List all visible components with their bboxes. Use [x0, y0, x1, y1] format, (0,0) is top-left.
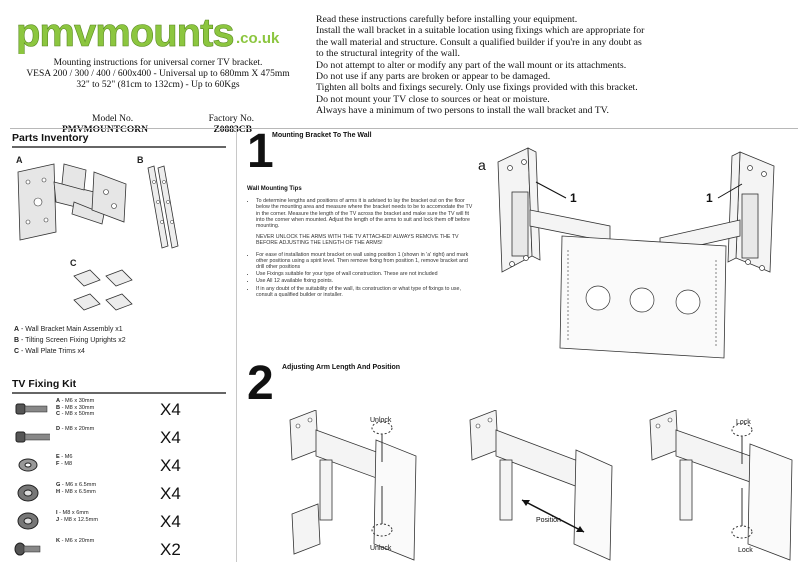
- wall-bracket-assembly-illustration: [17, 163, 127, 241]
- intro-line-3: 32" to 52" (81cm to 132cm) - Up to 60Kgs: [76, 80, 240, 90]
- washer-icon: [18, 458, 38, 472]
- parts-inventory-underline: [12, 146, 226, 148]
- model-value: PMVMOUNTCORN: [62, 125, 149, 135]
- step-2-unlock-diagram: Unlock Unlock: [289, 410, 417, 561]
- bolt-long-icon: [15, 431, 50, 443]
- warning-line: the wall material and structure. Consult…: [316, 36, 642, 48]
- step-2-position-diagram: Position: [469, 410, 613, 561]
- step-2-number: 2: [247, 357, 274, 410]
- intro-line-1: Mounting instructions for universal corn…: [53, 58, 263, 68]
- warning-line: to the structural integrity of the wall.: [316, 48, 460, 60]
- step-1-number: 1: [247, 125, 274, 178]
- diagram-label-a: a: [478, 157, 486, 173]
- part-label-a: A: [16, 155, 23, 165]
- unlock-label-bottom: Unlock: [370, 545, 392, 552]
- fixing-kit-quantity: X4: [160, 428, 181, 447]
- step-2-lock-diagram: Lock Lock: [649, 410, 793, 561]
- part-label-b: B: [137, 155, 144, 165]
- tilting-uprights-illustration: [147, 165, 179, 249]
- spacer-icon: [17, 484, 39, 502]
- fixing-kit-title: TV Fixing Kit: [12, 378, 77, 390]
- tip-item: If in any doubt of the suitability of th…: [256, 286, 475, 298]
- pmvmounts-logo: pmvmounts .co.uk: [16, 11, 280, 54]
- warning-line: Tighten all bolts and fixings securely. …: [316, 82, 638, 94]
- tips-heading: Wall Mounting Tips: [247, 186, 302, 192]
- safety-warnings: Read these instructions carefully before…: [316, 14, 796, 117]
- tip-item: Use All 12 available fixing points.: [256, 278, 475, 284]
- screw-icon: [14, 542, 41, 556]
- spacer-icon: [17, 512, 39, 530]
- fixing-kit-description: K - M6 x 20mm: [56, 538, 95, 544]
- lock-label-top: Lock: [736, 419, 751, 426]
- warning-line: Do not use if any parts are broken or ap…: [316, 71, 551, 83]
- wall-mounting-tips: Wall Mounting Tips To determine lengths …: [247, 186, 475, 299]
- position-label: Position: [536, 517, 561, 524]
- position-1-left-label: 1: [570, 191, 577, 205]
- tip-item: For ease of installation mount bracket o…: [256, 252, 475, 271]
- parts-inventory-title: Parts Inventory: [12, 132, 89, 144]
- factory-value: Z0883CB: [213, 125, 252, 135]
- warning-line: Do not mount your TV close to sources or…: [316, 93, 550, 105]
- parts-list: A - Wall Bracket Main Assembly x1 B - Ti…: [14, 324, 126, 357]
- logo-domain: .co.uk: [236, 30, 280, 47]
- fixing-kit-quantity: X4: [160, 512, 181, 531]
- unlock-label-top: Unlock: [370, 417, 392, 424]
- tip-item: Use Fixings suitable for your type of wa…: [256, 271, 475, 277]
- fixing-kit-description: D - M8 x 20mm: [56, 426, 95, 432]
- warning-line: Install the wall bracket in a suitable l…: [316, 25, 645, 37]
- warning-line: Do not attempt to alter or modify any pa…: [316, 59, 627, 71]
- fixing-kit-underline: [12, 392, 226, 394]
- lock-label-bottom: Lock: [738, 547, 753, 554]
- warning-line: Always have a minimum of two persons to …: [316, 105, 609, 117]
- position-1-right-label: 1: [706, 191, 713, 205]
- header-divider: [10, 128, 798, 129]
- wall-plate-trims-illustration: [73, 269, 133, 311]
- fixing-kit-quantity: X4: [160, 456, 181, 475]
- intro-line-2: VESA 200 / 300 / 400 / 600x400 - Univers…: [26, 69, 290, 79]
- warning-line: Read these instructions carefully before…: [316, 14, 578, 25]
- tip-warning: NEVER UNLOCK THE ARMS WITH THE TV ATTACH…: [256, 234, 459, 247]
- part-label-c: C: [70, 258, 77, 268]
- fixing-kit-row: D - M8 x 20mm X4: [14, 426, 224, 452]
- step-1-title: Mounting Bracket To The Wall: [272, 132, 372, 139]
- product-intro: Mounting instructions for universal corn…: [18, 58, 298, 91]
- list-item: B - Tilting Screen Fixing Uprights x2: [14, 337, 126, 344]
- model-label: Model No.: [92, 114, 134, 124]
- logo-text: pmvmounts: [16, 11, 234, 54]
- model-info: Model No. Factory No. PMVMOUNTCORN Z0883…: [62, 114, 262, 136]
- list-item: A - Wall Bracket Main Assembly x1: [14, 326, 123, 333]
- list-item: C - Wall Plate Trims x4: [14, 348, 85, 355]
- tip-item: To determine lengths and positions of ar…: [256, 198, 475, 229]
- fixing-kit-quantity: X4: [160, 484, 181, 503]
- fixing-kit-quantity: X4: [160, 400, 181, 419]
- step-1-bracket-diagram: a 1 1: [478, 147, 775, 359]
- column-divider: [236, 128, 237, 562]
- fixing-kit-row: K - M6 x 20mm X2: [14, 538, 224, 564]
- factory-label: Factory No.: [208, 114, 254, 124]
- fixing-kit-quantity: X2: [160, 540, 181, 559]
- step-2-title: Adjusting Arm Length And Position: [282, 364, 401, 371]
- bolt-icon: [15, 403, 48, 415]
